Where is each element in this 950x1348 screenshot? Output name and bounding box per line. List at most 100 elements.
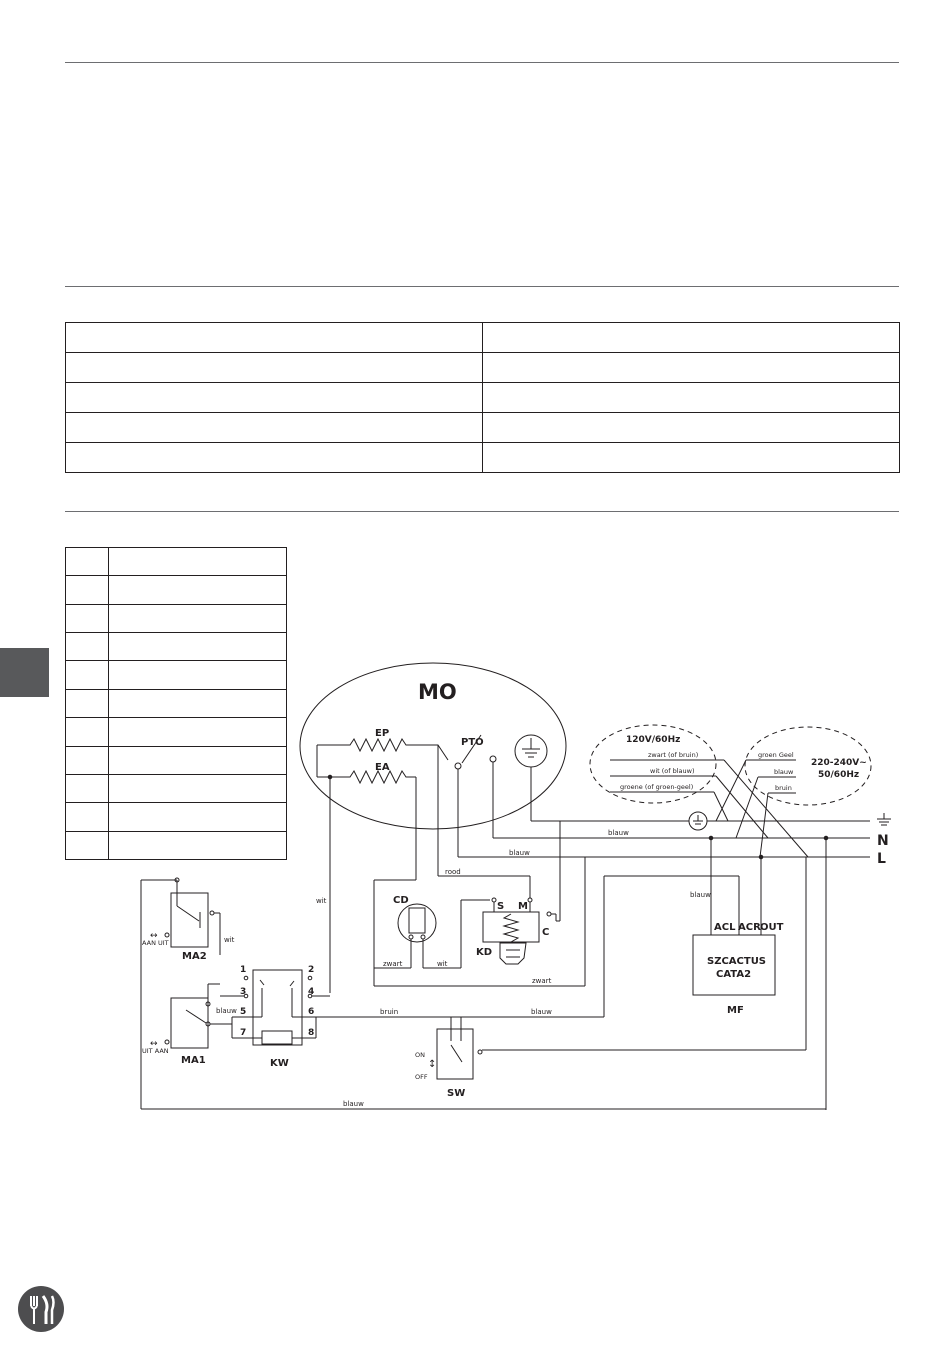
legend-row [65,688,287,719]
wire [713,791,729,822]
pto-label: PTO [461,737,484,748]
mf-acr: ACR [738,922,761,933]
kd-label: KD [476,947,492,958]
legend-row [65,745,287,775]
wire [715,759,747,822]
junction [708,835,714,841]
top-divider [65,62,899,63]
kd-terminal [546,911,552,917]
kd-c: C [542,927,549,938]
ma2-switch-label: AAN UIT [142,939,169,947]
ma1-thermostat [170,997,209,1049]
kd-fan [499,942,527,965]
kw-label: KW [270,1058,289,1069]
table-row [65,352,900,383]
ma1-label: MA1 [181,1055,206,1066]
wire-label-blauw: blauw [608,829,629,837]
legend-desc-cell [108,717,287,747]
legend-desc-cell [108,603,287,634]
wire-label-zwart: zwart [383,960,403,968]
mf-box-line-1: SZCACTUS [707,956,766,967]
mo-label: MO [418,680,457,704]
table-cell [65,322,483,353]
wire-color-label: blauw [774,768,794,776]
voltage-230-group [744,726,872,806]
table-cell [65,412,483,443]
ma1-switch-label: UIT AAN [142,1047,169,1055]
ep-heater-element [317,737,449,761]
ea-label: EA [375,762,390,773]
junction [823,835,829,841]
legend-row [65,603,287,634]
wire-label-blauw: blauw [531,1008,552,1016]
wire-label-rood: rood [445,868,461,876]
legend-row [65,773,287,804]
pto-contact [489,755,497,763]
kd-motor [482,911,540,943]
kd-terminal [527,897,533,903]
cd-capacitor [397,903,437,943]
sw-toggle-arrow-icon: ↕ [428,1059,436,1070]
kw-pin-4: 4 [308,987,314,997]
ea-heater-element [317,769,416,785]
kw-contact [289,980,295,987]
sw-on-label: ON [415,1051,425,1059]
wire [735,776,759,839]
ma2-switch-arm [176,905,200,922]
ma1-switch-arrow-icon: ↔ [150,1039,158,1049]
wire-color-label: groene (of groen-geel) [620,783,693,791]
legend-desc-cell [108,745,287,775]
voltage-120-label: 120V/60Hz [626,735,680,745]
ma2-switch-arrow-icon: ↔ [150,931,158,941]
legend-row [65,717,287,747]
mf-acl: ACL [714,922,736,933]
table-row [65,322,900,353]
kd-terminal [491,897,497,903]
table-row [65,382,900,413]
wire-label-zwart: zwart [532,977,552,985]
legend-desc-cell [108,802,287,832]
voltage-120-group [589,724,717,804]
legend-code-cell [65,688,109,719]
legend-desc-cell [108,830,287,861]
wire-color-label: bruin [775,784,792,792]
table-row [65,412,900,443]
ma2-thermostat [170,892,209,948]
cd-terminal [420,934,426,940]
table-cell [65,442,483,473]
kw-resistor [261,1030,293,1045]
table-row [65,442,900,473]
table-cell [65,382,483,413]
legend-desc-cell [108,575,287,605]
wire-label-wit: wit [437,960,448,968]
kw-terminal [307,975,313,981]
kd-s: S [497,901,504,912]
legend-code-cell [65,745,109,775]
sw-off-label: OFF [415,1073,428,1081]
wire-label-wit: wit [224,936,235,944]
pto-contact [454,762,462,770]
mf-box-line-2: CATA2 [716,969,751,980]
mf-module [692,934,776,996]
legend-desc-cell [108,632,287,662]
junction [327,774,333,780]
specification-table [65,322,900,473]
cd-capacitor-body [408,907,426,934]
wire [715,775,769,839]
mo-group-ellipse [299,662,567,830]
legend-row [65,632,287,662]
terminal [477,1049,483,1055]
kw-switch [252,969,303,1046]
wire-label-blauw: blauw [216,1007,237,1015]
legend-table [65,546,287,861]
kw-pin-6: 6 [308,1007,314,1017]
chapter-side-tab [0,648,49,697]
sw-label: SW [447,1088,465,1099]
legend-code-cell [65,660,109,690]
voltage-230-label-2: 50/60Hz [818,770,859,780]
wire-label-blauw: blauw [690,891,711,899]
legend-row [65,575,287,605]
kd-coil [502,913,520,943]
ma2-label: MA2 [182,951,207,962]
